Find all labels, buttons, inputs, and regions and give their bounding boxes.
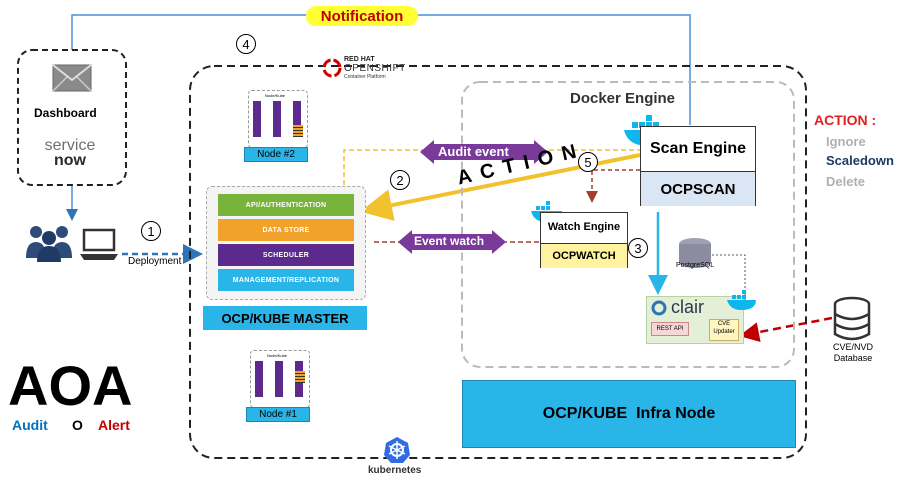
action-legend-scaledown: Scaledown — [826, 153, 894, 168]
master-layer-management-label: MANAGEMENT/REPLICATION — [232, 276, 340, 284]
openshift-logo: RED HAT OPENSHIFT Container Platform — [322, 56, 432, 82]
kubernetes-label: kubernetes — [368, 465, 422, 476]
clair-box: clair REST API CVE Updater — [646, 296, 744, 344]
master-layer-scheduler: SCHEDULER — [218, 244, 354, 266]
aoa-o: O — [72, 417, 83, 433]
watch-engine-subtitle: OCPWATCH — [552, 250, 616, 262]
master-layer-scheduler-label: SCHEDULER — [262, 251, 310, 259]
master-layer-management: MANAGEMENT/REPLICATION — [218, 269, 354, 291]
users-icon — [26, 226, 72, 262]
database-label-line2: Database — [833, 353, 873, 363]
clair-rest-api-label: REST API — [656, 326, 684, 332]
step-1: 1 — [141, 221, 161, 241]
event-watch-arrow — [398, 230, 506, 254]
database-to-clair-arrow — [739, 316, 833, 342]
database-label: CVE/NVD Database — [820, 342, 886, 364]
step-5: 5 — [578, 152, 598, 172]
scan-to-watch-line — [586, 169, 640, 203]
scan-engine-box: Scan Engine OCPSCAN — [640, 126, 756, 206]
node-1-pod: Node/Kube — [250, 350, 310, 408]
node-2-pod-label: Node/Kube — [265, 93, 286, 98]
scan-engine-title: Scan Engine — [649, 140, 747, 157]
dashboard-border — [17, 49, 127, 186]
docker-engine-border — [461, 81, 795, 368]
step-3: 3 — [628, 238, 648, 258]
docker-whale-icon-clair — [727, 290, 756, 310]
node-2: Node/Kube Node #2 — [244, 90, 308, 162]
node-1-container-a — [255, 361, 263, 397]
event-watch-label: Event watch — [414, 234, 485, 248]
master-layer-api: API/AUTHENTICATION — [218, 194, 354, 216]
action-legend-title: ACTION : — [814, 112, 877, 128]
action-legend-ignore: Ignore — [826, 134, 866, 149]
node-2-datastore-stack — [293, 125, 303, 137]
audit-event-label: Audit event — [438, 144, 509, 159]
action-legend-delete: Delete — [826, 174, 866, 189]
master-title: OCP/KUBE MASTER — [221, 310, 349, 326]
openshift-line1: RED HAT — [344, 56, 375, 63]
node-1-label-box: Node #1 — [246, 407, 310, 422]
audit-event-arrow — [420, 140, 548, 164]
infra-node-box: OCP/KUBE Infra Node — [462, 380, 796, 448]
node-1-datastore-stack — [295, 371, 305, 383]
docker-engine-label: Docker Engine — [570, 90, 676, 107]
clair-cve-updater-line1: CVE — [717, 321, 731, 327]
clair-icon — [651, 300, 667, 316]
postgres-link — [700, 254, 746, 300]
openshift-line3: Container Platform — [344, 74, 386, 80]
notification-badge: Notification — [306, 6, 418, 26]
clair-cve-updater-box: CVE Updater — [709, 319, 739, 341]
mail-icon — [52, 64, 92, 92]
infra-node-label: OCP/KUBE Infra Node — [542, 405, 716, 422]
watch-engine-box: Watch Engine OCPWATCH — [540, 212, 628, 268]
node-1-label: Node #1 — [259, 409, 297, 420]
node-2-container-b — [273, 101, 281, 137]
node-2-label: Node #2 — [257, 149, 295, 160]
node-1-container-b — [275, 361, 283, 397]
node-2-container-a — [253, 101, 261, 137]
master-title-box: OCP/KUBE MASTER — [203, 306, 367, 330]
openshift-icon — [322, 58, 342, 78]
watch-engine-title: Watch Engine — [547, 221, 621, 233]
deployment-label: Deployment — [128, 256, 182, 267]
postgres-label: PostgreSQL — [676, 262, 715, 269]
scan-engine-subtitle-row: OCPSCAN — [641, 171, 755, 206]
servicenow-text-bottom: now — [54, 152, 86, 169]
step-4: 4 — [236, 34, 256, 54]
laptop-icon — [80, 228, 118, 260]
servicenow-text-top: service — [44, 137, 96, 154]
clair-cve-updater-line2: Updater — [713, 329, 735, 335]
database-icon — [833, 296, 871, 341]
step-2: 2 — [390, 170, 410, 190]
node-2-label-box: Node #2 — [244, 147, 308, 162]
notification-label: Notification — [320, 7, 404, 25]
dashboard-label: Dashboard — [34, 106, 97, 120]
node-1: Node/Kube Node #1 — [246, 350, 310, 422]
node-1-pod-label: Node/Kube — [267, 353, 288, 358]
database-label-line1: CVE/NVD — [832, 342, 873, 352]
scan-engine-title-row: Scan Engine — [641, 127, 755, 171]
clair-rest-api-box: REST API — [651, 322, 689, 336]
master-layer-api-label: API/AUTHENTICATION — [245, 201, 327, 209]
openshift-line2: OPENSHIFT — [344, 63, 406, 74]
aoa-logo: AOA — [8, 354, 133, 417]
node-2-pod: Node/Kube — [248, 90, 308, 148]
clair-name: clair — [671, 297, 705, 317]
postgres-icon — [679, 238, 711, 268]
aoa-alert: Alert — [98, 417, 130, 433]
node-2-container-c — [293, 101, 301, 137]
kubernetes-icon — [384, 437, 410, 463]
watch-engine-subtitle-row: OCPWATCH — [541, 243, 627, 268]
master-layer-datastore-label: DATA STORE — [262, 226, 310, 234]
master-layer-datastore: DATA STORE — [218, 219, 354, 241]
scan-engine-subtitle: OCPSCAN — [660, 180, 736, 198]
servicenow-logo: service now — [30, 137, 110, 169]
watch-engine-title-row: Watch Engine — [541, 217, 627, 235]
aoa-audit: Audit — [12, 417, 48, 433]
